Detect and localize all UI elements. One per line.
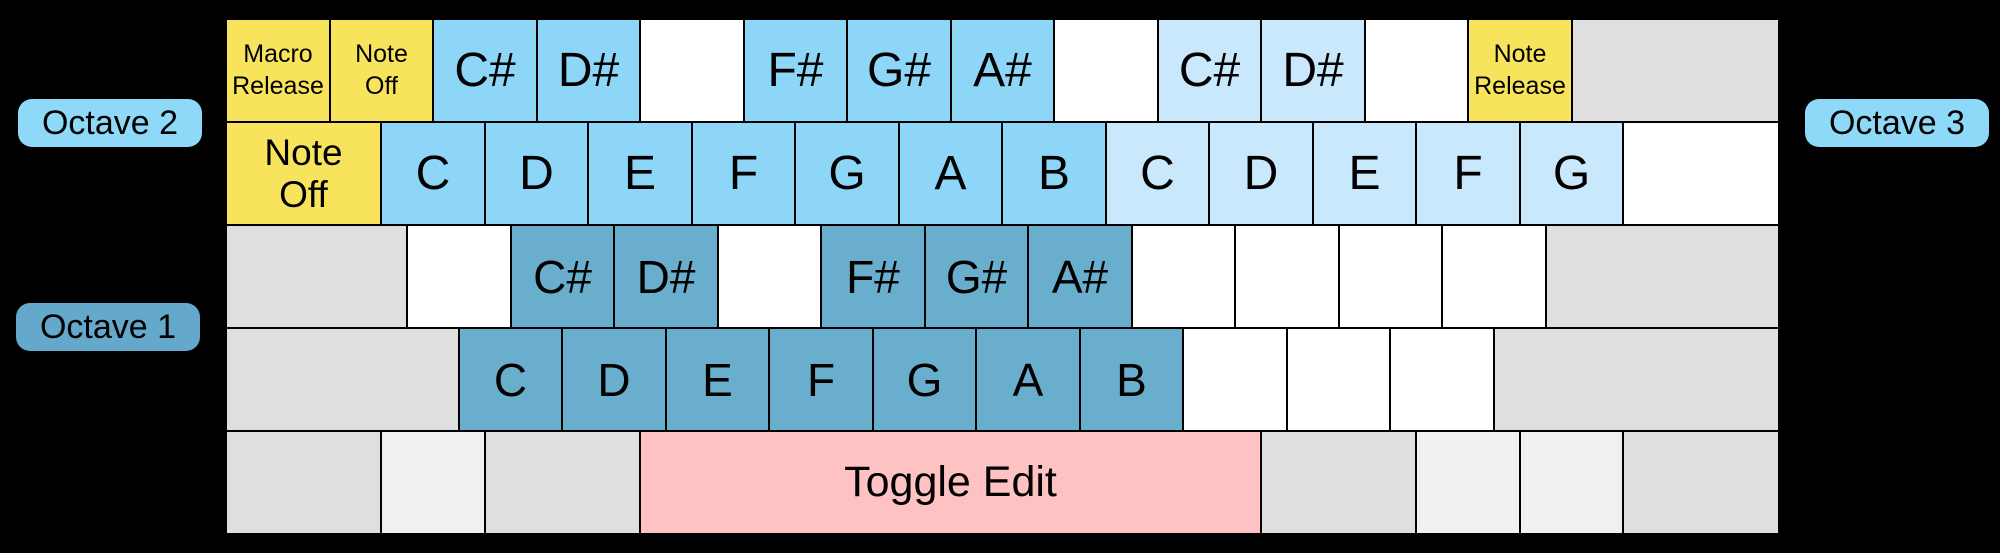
key-o-d-oct3: D [1208, 121, 1314, 226]
key-a-unmapped [406, 224, 512, 329]
key-r-f-oct2: F [691, 121, 796, 226]
key-h-gsharp-oct1: G# [924, 224, 1029, 329]
key-capslock [225, 224, 408, 329]
key-1-note-off: Note Off [329, 18, 434, 123]
key-7-asharp-oct2: A# [950, 18, 1055, 123]
key-lshift [225, 327, 460, 432]
key-period-unmapped [1286, 327, 1391, 432]
key-backspace [1571, 18, 1780, 123]
key-backslash-unmapped [1622, 121, 1780, 226]
key-rshift [1493, 327, 1780, 432]
key-g-fsharp-oct1: F# [820, 224, 926, 329]
key-lalt [484, 430, 641, 535]
key-c-e-oct1: E [665, 327, 770, 432]
key-lctrl [225, 430, 382, 535]
key-k-unmapped [1131, 224, 1236, 329]
key-0-dsharp-oct3: D# [1260, 18, 1366, 123]
key-d-dsharp-oct1: D# [613, 224, 719, 329]
key-m-b-oct1: B [1079, 327, 1184, 432]
key-semicolon-unmapped [1338, 224, 1443, 329]
key-lbracket-f-oct3: F [1415, 121, 1521, 226]
key-minus-unmapped [1364, 18, 1469, 123]
key-i-c-oct3: C [1105, 121, 1210, 226]
key-f-unmapped [717, 224, 822, 329]
key-rctrl [1622, 430, 1780, 535]
key-9-csharp-oct3: C# [1157, 18, 1262, 123]
key-lwin [380, 430, 486, 535]
key-t-g-oct2: G [794, 121, 900, 226]
key-rwin [1415, 430, 1521, 535]
key-menu [1519, 430, 1624, 535]
key-quote-unmapped [1441, 224, 1547, 329]
key-5-fsharp-oct2: F# [743, 18, 848, 123]
key-s-csharp-oct1: C# [510, 224, 615, 329]
key-6-gsharp-oct2: G# [846, 18, 952, 123]
key-2-csharp-oct2: C# [432, 18, 538, 123]
key-comma-unmapped [1182, 327, 1288, 432]
key-4-unmapped [639, 18, 745, 123]
key-w-d-oct2: D [484, 121, 589, 226]
key-z-c-oct1: C [458, 327, 563, 432]
key-8-unmapped [1053, 18, 1159, 123]
key-n-a-oct1: A [975, 327, 1081, 432]
key-grave-macro-release: Macro Release [225, 18, 331, 123]
key-3-dsharp-oct2: D# [536, 18, 641, 123]
octave-2-legend-pill: Octave 2 [18, 99, 202, 147]
key-ralt [1260, 430, 1417, 535]
key-u-b-oct2: B [1001, 121, 1107, 226]
key-v-f-oct1: F [768, 327, 874, 432]
key-space-toggle-edit: Toggle Edit [639, 430, 1262, 535]
key-y-a-oct2: A [898, 121, 1003, 226]
key-equals-note-release: Note Release [1467, 18, 1573, 123]
key-enter [1545, 224, 1780, 329]
octave-3-legend-pill: Octave 3 [1805, 99, 1989, 147]
key-p-e-oct3: E [1312, 121, 1417, 226]
key-l-unmapped [1234, 224, 1340, 329]
key-q-c-oct2: C [380, 121, 486, 226]
key-rbracket-g-oct3: G [1519, 121, 1624, 226]
key-b-g-oct1: G [872, 327, 977, 432]
key-slash-unmapped [1389, 327, 1495, 432]
octave-1-legend-pill: Octave 1 [16, 303, 200, 351]
key-e-e-oct2: E [587, 121, 693, 226]
key-tab-note-off: Note Off [225, 121, 382, 226]
key-x-d-oct1: D [561, 327, 667, 432]
key-j-asharp-oct1: A# [1027, 224, 1133, 329]
